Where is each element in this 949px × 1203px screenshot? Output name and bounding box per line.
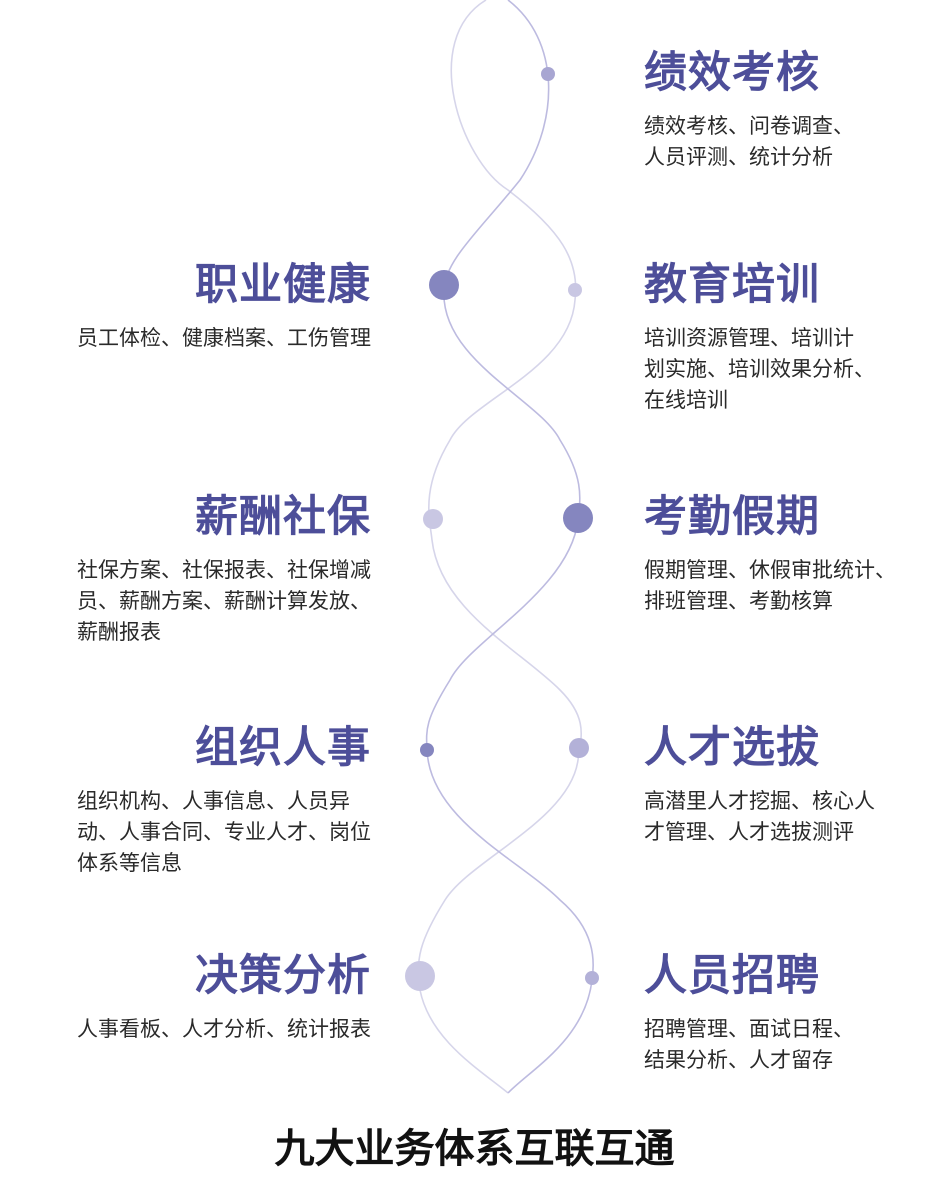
item-jiaoyu: 教育培训 培训资源管理、培训计 划实施、培训效果分析、 在线培训 (644, 260, 875, 416)
item-rencai: 人才选拔 高潜里人才挖掘、核心人 才管理、人才选拔测评 (644, 723, 875, 848)
item-desc: 招聘管理、面试日程、 结果分析、人才留存 (644, 1014, 854, 1076)
item-title: 职业健康 (195, 260, 371, 310)
desc-line: 结果分析、人才留存 (644, 1048, 833, 1073)
desc-line: 体系等信息 (77, 851, 182, 876)
node-dot (585, 971, 599, 985)
item-desc: 绩效考核、问卷调查、 人员评测、统计分析 (644, 111, 854, 173)
desc-line: 员工体检、健康档案、工伤管理 (77, 326, 371, 351)
item-zuzhi: 组织人事 组织机构、人事信息、人员异 动、人事合同、专业人才、岗位 体系等信息 (77, 723, 371, 879)
item-title: 组织人事 (195, 723, 371, 773)
footer-title: 九大业务体系互联互通 (274, 1126, 675, 1172)
desc-line: 人员评测、统计分析 (644, 145, 833, 170)
helix-strand-a (417, 0, 582, 1094)
helix-strand-b (425, 0, 594, 1094)
item-zhiye: 职业健康 员工体检、健康档案、工伤管理 (77, 260, 371, 354)
desc-line: 人事看板、人才分析、统计报表 (77, 1017, 371, 1042)
item-title: 考勤假期 (644, 492, 820, 542)
item-title: 人员招聘 (644, 951, 820, 1001)
item-desc: 组织机构、人事信息、人员异 动、人事合同、专业人才、岗位 体系等信息 (77, 786, 371, 879)
item-xinchou: 薪酬社保 社保方案、社保报表、社保增减 员、薪酬方案、薪酬计算发放、 薪酬报表 (77, 492, 371, 648)
desc-line: 假期管理、休假审批统计、 (644, 558, 896, 583)
node-dot (423, 509, 443, 529)
item-kaoqin: 考勤假期 假期管理、休假审批统计、 排班管理、考勤核算 (644, 492, 896, 617)
desc-line: 划实施、培训效果分析、 (644, 357, 875, 382)
node-dot (563, 503, 593, 533)
node-dot (429, 270, 459, 300)
item-title: 人才选拔 (644, 723, 820, 773)
desc-line: 薪酬报表 (77, 620, 161, 645)
node-dot (541, 67, 555, 81)
desc-line: 培训资源管理、培训计 (644, 326, 854, 351)
node-dot (568, 283, 582, 297)
item-title: 教育培训 (644, 260, 820, 310)
item-zhaopin: 人员招聘 招聘管理、面试日程、 结果分析、人才留存 (644, 951, 854, 1076)
item-desc: 高潜里人才挖掘、核心人 才管理、人才选拔测评 (644, 786, 875, 848)
desc-line: 招聘管理、面试日程、 (644, 1017, 854, 1042)
item-desc: 假期管理、休假审批统计、 排班管理、考勤核算 (644, 555, 896, 617)
item-title: 决策分析 (195, 951, 371, 1001)
node-dot (405, 961, 435, 991)
desc-line: 绩效考核、问卷调查、 (644, 114, 854, 139)
item-title: 绩效考核 (644, 48, 820, 98)
item-jixiao: 绩效考核 绩效考核、问卷调查、 人员评测、统计分析 (644, 48, 854, 173)
item-desc: 培训资源管理、培训计 划实施、培训效果分析、 在线培训 (644, 323, 875, 416)
desc-line: 在线培训 (644, 388, 728, 413)
desc-line: 动、人事合同、专业人才、岗位 (77, 820, 371, 845)
item-desc: 社保方案、社保报表、社保增减 员、薪酬方案、薪酬计算发放、 薪酬报表 (77, 555, 371, 648)
node-dot (420, 743, 434, 757)
desc-line: 高潜里人才挖掘、核心人 (644, 789, 875, 814)
node-dot (569, 738, 589, 758)
item-juece: 决策分析 人事看板、人才分析、统计报表 (77, 951, 371, 1045)
desc-line: 员、薪酬方案、薪酬计算发放、 (77, 589, 371, 614)
desc-line: 社保方案、社保报表、社保增减 (77, 558, 371, 583)
item-title: 薪酬社保 (195, 492, 371, 542)
desc-line: 组织机构、人事信息、人员异 (77, 789, 350, 814)
item-desc: 人事看板、人才分析、统计报表 (77, 1014, 371, 1045)
desc-line: 排班管理、考勤核算 (644, 589, 833, 614)
desc-line: 才管理、人才选拔测评 (644, 820, 854, 845)
item-desc: 员工体检、健康档案、工伤管理 (77, 323, 371, 354)
